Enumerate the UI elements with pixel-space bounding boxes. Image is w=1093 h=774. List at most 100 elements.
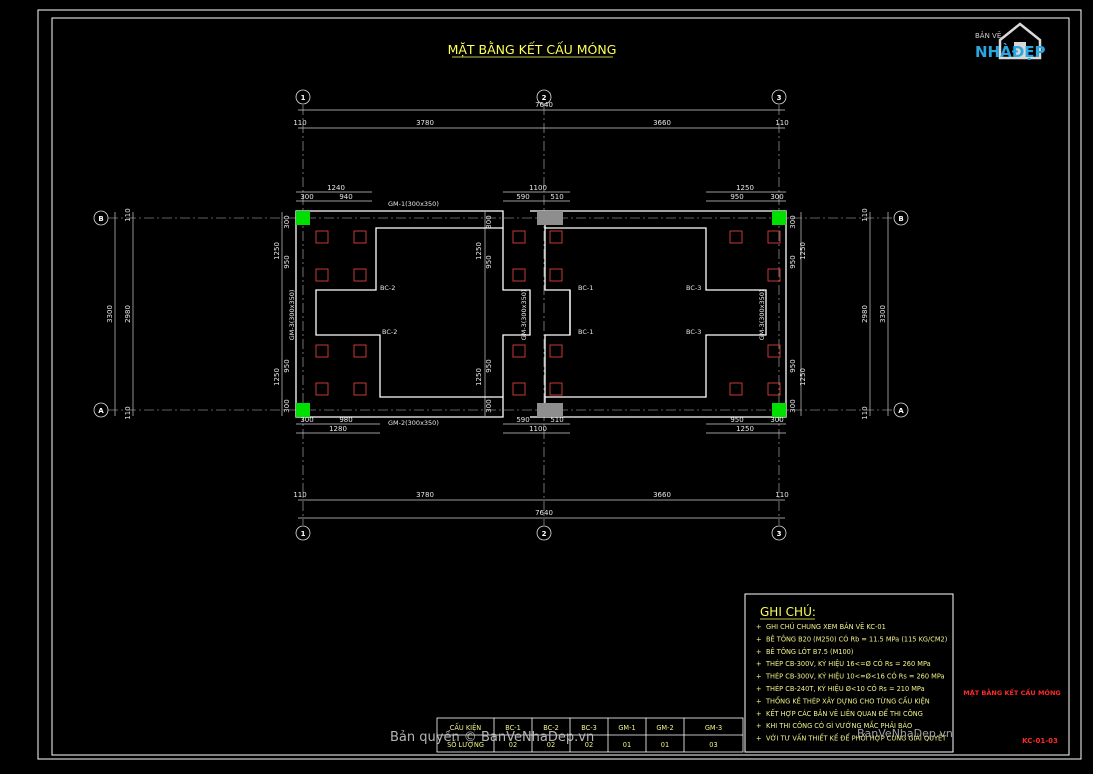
beam-label-gm3-right: GM-3(300x350)	[758, 290, 766, 341]
sheet-number: KC-01-03	[1022, 737, 1058, 745]
axis-bubble-a-right: A	[893, 402, 909, 418]
pile-group	[315, 230, 781, 396]
note-bullet-icon: +	[756, 660, 762, 668]
svg-text:1250: 1250	[475, 368, 483, 386]
notes-heading: GHI CHÚ:	[760, 604, 816, 619]
outer-frame	[37, 9, 1082, 760]
svg-text:300: 300	[770, 193, 783, 201]
svg-text:3: 3	[777, 94, 782, 102]
pile	[729, 382, 743, 396]
svg-text:7640: 7640	[535, 101, 553, 109]
axis-bubble-a-left: A	[93, 402, 109, 418]
column-1a	[296, 403, 310, 417]
logo-top: BẢN VẼ	[975, 31, 1001, 40]
svg-text:110: 110	[775, 119, 788, 127]
note-item: THÉP CB-300V, KÝ HIỆU 10<=Ø<16 CÓ Rs = 2…	[765, 672, 945, 681]
logo-main: NHÀĐẸP	[975, 42, 1046, 61]
footing-label: BC-2	[382, 328, 397, 336]
footing-label: BC-2	[380, 284, 395, 292]
table-header-cell: GM-3	[705, 724, 722, 732]
axis-bubble-1-top: 1	[295, 89, 311, 105]
sheet-title: MẶT BẰNG KẾT CẤU MÓNG	[963, 687, 1061, 697]
footing-label: BC-1	[578, 284, 593, 292]
note-item: THỐNG KÊ THÉP XÂY DỰNG CHO TỪNG CẤU KIỆN	[765, 695, 930, 705]
pile	[767, 230, 781, 244]
middle-dimensions: 1250 1250 950 950 300 300	[475, 212, 493, 416]
column-1b	[296, 211, 310, 225]
svg-text:300: 300	[485, 399, 493, 412]
pile	[512, 382, 526, 396]
note-item: KHI THI CÔNG CÓ GÌ VƯỚNG MẮC PHẢI BÁO	[766, 720, 912, 730]
note-bullet-icon: +	[756, 735, 762, 743]
bottom-dimensions: 3780 3660 110 110 7640	[293, 491, 789, 519]
pile	[353, 382, 367, 396]
pile	[767, 268, 781, 282]
svg-text:2980: 2980	[124, 305, 132, 323]
svg-text:510: 510	[550, 193, 563, 201]
svg-text:300: 300	[485, 215, 493, 228]
svg-text:1240: 1240	[327, 184, 345, 192]
svg-text:3660: 3660	[653, 491, 671, 499]
svg-text:1100: 1100	[529, 425, 547, 433]
pile	[549, 268, 563, 282]
foundation-outline-left	[295, 210, 504, 418]
column-2b	[537, 211, 563, 225]
inner-beam-right	[544, 228, 571, 397]
table-header-cell: BC-1	[505, 724, 521, 732]
footing-label: BC-3	[686, 328, 701, 336]
note-item: BÊ TÔNG B20 (M250) CÓ Rb = 11.5 MPa (115…	[766, 634, 947, 643]
svg-text:300: 300	[300, 416, 313, 424]
svg-text:950: 950	[730, 416, 743, 424]
axis-bubble-b-left: B	[93, 210, 109, 226]
pile	[512, 344, 526, 358]
top-dimensions: 7640 3780 3660 110 110	[293, 101, 789, 129]
svg-text:1100: 1100	[529, 184, 547, 192]
pile	[315, 382, 329, 396]
svg-text:950: 950	[485, 359, 493, 372]
svg-text:1250: 1250	[273, 368, 281, 386]
axis-bubble-3-top: 3	[771, 89, 787, 105]
svg-text:1: 1	[301, 94, 306, 102]
svg-text:950: 950	[730, 193, 743, 201]
watermark: Bản quyền © BanVeNhaDep.vn	[390, 730, 594, 745]
pile	[353, 268, 367, 282]
beam-label-gm1: GM-1(300x350)	[388, 200, 439, 208]
table-cell: 02	[585, 741, 593, 749]
note-bullet-icon: +	[756, 722, 762, 730]
beam-label-gm3-left: GM-3(300x350)	[288, 290, 296, 341]
table-row-label: SỐ LƯỢNG	[447, 739, 484, 749]
pile	[315, 268, 329, 282]
svg-text:110: 110	[293, 119, 306, 127]
table-cell: 03	[709, 741, 717, 749]
pile	[353, 344, 367, 358]
column-3b	[772, 211, 786, 225]
svg-text:2980: 2980	[861, 305, 869, 323]
svg-text:1280: 1280	[329, 425, 347, 433]
svg-text:1250: 1250	[273, 242, 281, 260]
table-cell: 01	[623, 741, 631, 749]
svg-text:300: 300	[770, 416, 783, 424]
door-icon	[1014, 42, 1026, 58]
svg-text:7640: 7640	[535, 509, 553, 517]
note-bullet-icon: +	[756, 623, 762, 631]
svg-text:300: 300	[789, 399, 797, 412]
svg-text:590: 590	[516, 193, 529, 201]
axis-bubble-2-bottom: 2	[536, 525, 552, 541]
svg-text:950: 950	[789, 359, 797, 372]
beam-label-gm2: GM-2(300x350)	[388, 419, 439, 427]
svg-text:B: B	[98, 215, 103, 223]
svg-text:1250: 1250	[799, 368, 807, 386]
table-header-cell: GM-2	[656, 724, 673, 732]
inner-frame	[51, 17, 1070, 756]
beam-label-gm3-mid: GM-3(300x350)	[520, 290, 528, 341]
axis-bubble-1-bottom: 1	[295, 525, 311, 541]
watermark-secondary: BanVeNhaDep.vn	[857, 727, 953, 740]
svg-text:3300: 3300	[879, 305, 887, 323]
note-item: BÊ TÔNG LÓT B7.5 (M100)	[766, 647, 853, 656]
svg-text:110: 110	[124, 406, 132, 419]
svg-text:110: 110	[124, 208, 132, 221]
note-bullet-icon: +	[756, 635, 762, 643]
axis-bubble-2-top: 2	[536, 89, 552, 105]
logo: BẢN VẼ NHÀĐẸP	[975, 22, 1046, 61]
